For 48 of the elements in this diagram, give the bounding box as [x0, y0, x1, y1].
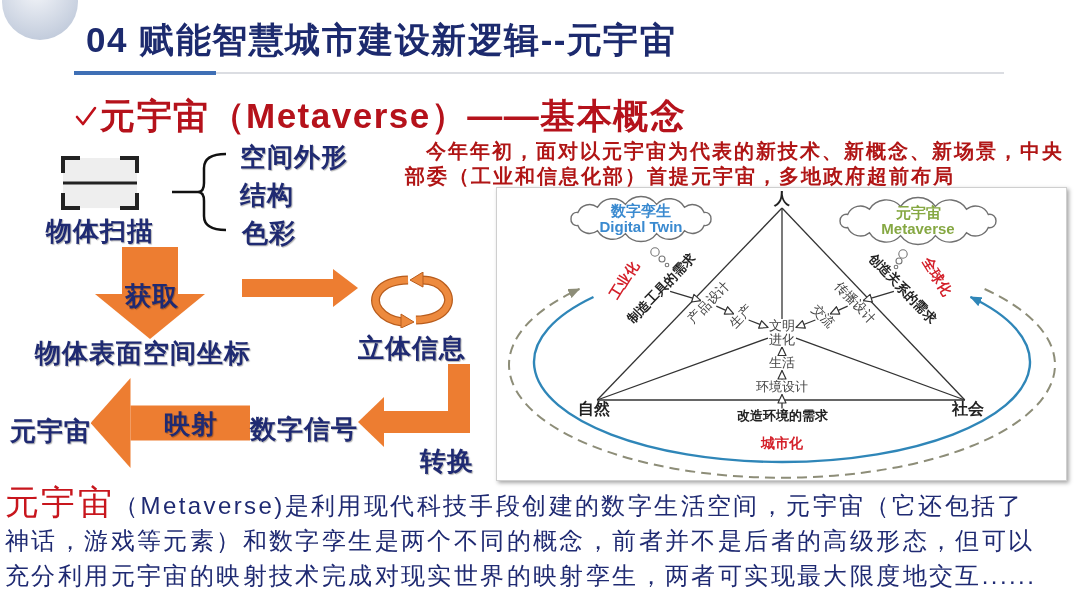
arrow: [862, 290, 895, 303]
arrow: [829, 305, 849, 315]
arc-label: 工业化: [606, 257, 642, 302]
step-label: 数字信号: [250, 415, 358, 445]
arrow: [747, 319, 769, 329]
edge-label: 转换: [420, 447, 474, 477]
need-label: 改造环境的需求: [736, 408, 828, 424]
cloud-label: 元宇宙: [895, 204, 941, 221]
note-text: 今年年初，面对以元宇宙为代表的新技术、新概念、新场景，中央部委（工业和信息化部）首提元宇宙，多地政府超前布局: [405, 139, 1065, 189]
arrow: [777, 393, 787, 410]
edge-label: 映射: [164, 410, 218, 440]
center-label: 文明进化: [768, 319, 796, 347]
block-arrow: [90, 378, 250, 468]
stage-label: 生产: [726, 302, 756, 332]
section-heading: 元宇宙（Metaverse）——基本概念: [100, 95, 687, 137]
triangle-line: [596, 207, 783, 401]
cloud-label: Metaverse: [881, 221, 955, 238]
arrow: [669, 290, 702, 303]
body-paragraph: 元宇宙（Metaverse)是利用现代科技手段创建的数字生活空间，元宇宙（它还包括了神话，游戏等元素）和数字孪生是两个不同的概念，前者并不是后者的高级形态，但可以充分利用元宇宙的映射技术完成对现实世界的映射孪生，两者可实现最大限度地交互......: [5, 485, 1038, 591]
arc-label: 全球化: [919, 253, 955, 299]
arrow: [777, 346, 787, 357]
step-label: 物体扫描: [46, 217, 154, 247]
block-arrow: [242, 269, 358, 307]
vertex-label: 社会: [952, 399, 984, 419]
cloud-label: 数字孪生: [611, 202, 671, 219]
triangle-line: [781, 207, 783, 320]
arrow: [777, 369, 787, 381]
attribute-label: 结构: [240, 181, 294, 211]
attribute-label: 空间外形: [240, 143, 348, 173]
step-label: 立体信息: [358, 334, 466, 364]
arrow: [715, 305, 735, 315]
vertex-label: 人: [774, 189, 790, 209]
triangle-line: [781, 207, 966, 401]
stage-label: 交流: [808, 302, 838, 332]
arrow: [795, 319, 817, 329]
triangle-line: [596, 337, 769, 401]
block-arrow: [358, 364, 470, 447]
vertex-label: 自然: [578, 399, 610, 419]
step-label: 物体表面空间坐标: [35, 339, 251, 369]
cloud-label: Digital Twin: [599, 219, 683, 236]
slide-title: 04 赋能智慧城市建设新逻辑--元宇宙: [86, 19, 677, 61]
stage-label: 生活: [769, 355, 795, 371]
arc-label: 城市化: [761, 434, 803, 452]
stage-label: 环境设计: [756, 379, 808, 395]
edge-label: 获取: [125, 282, 179, 312]
step-label: 元宇宙: [9, 417, 91, 447]
attribute-label: 色彩: [242, 219, 296, 249]
triangle-line: [795, 337, 966, 401]
